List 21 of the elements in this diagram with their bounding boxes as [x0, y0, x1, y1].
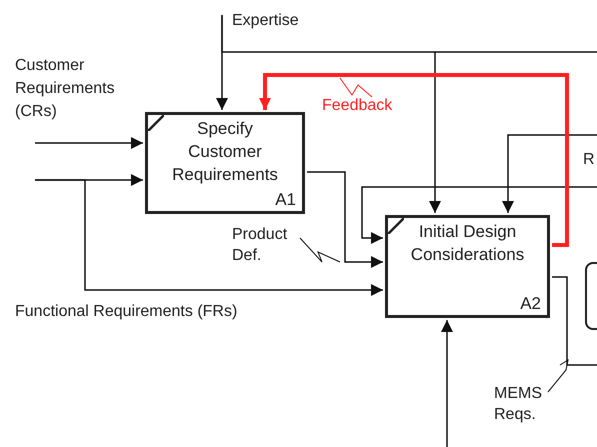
activity-box — [145, 112, 305, 214]
arrow — [35, 179, 383, 296]
label: R — [583, 150, 596, 170]
arrow — [35, 137, 143, 149]
activity-number: A1 — [275, 189, 296, 211]
arrow — [502, 134, 597, 213]
arrow — [441, 320, 453, 447]
activity-title: Initial Design Considerations — [410, 221, 524, 266]
arrow — [361, 186, 597, 244]
arrow — [221, 15, 441, 213]
activity-title: Specify Customer Requirements — [172, 118, 278, 186]
label: Expertise — [232, 11, 300, 31]
edge-label: Product Def. — [232, 225, 288, 266]
activity-number: A2 — [520, 293, 541, 315]
label: Functional Requirements (FRs) — [15, 302, 238, 322]
activity-box — [385, 215, 550, 318]
arrow — [307, 171, 383, 268]
edge-label: Feedback — [322, 96, 394, 116]
edge-label: MEMS Reqs. — [494, 384, 543, 425]
label: Customer Requirements (CRs) — [15, 56, 116, 122]
arrow — [259, 73, 569, 247]
